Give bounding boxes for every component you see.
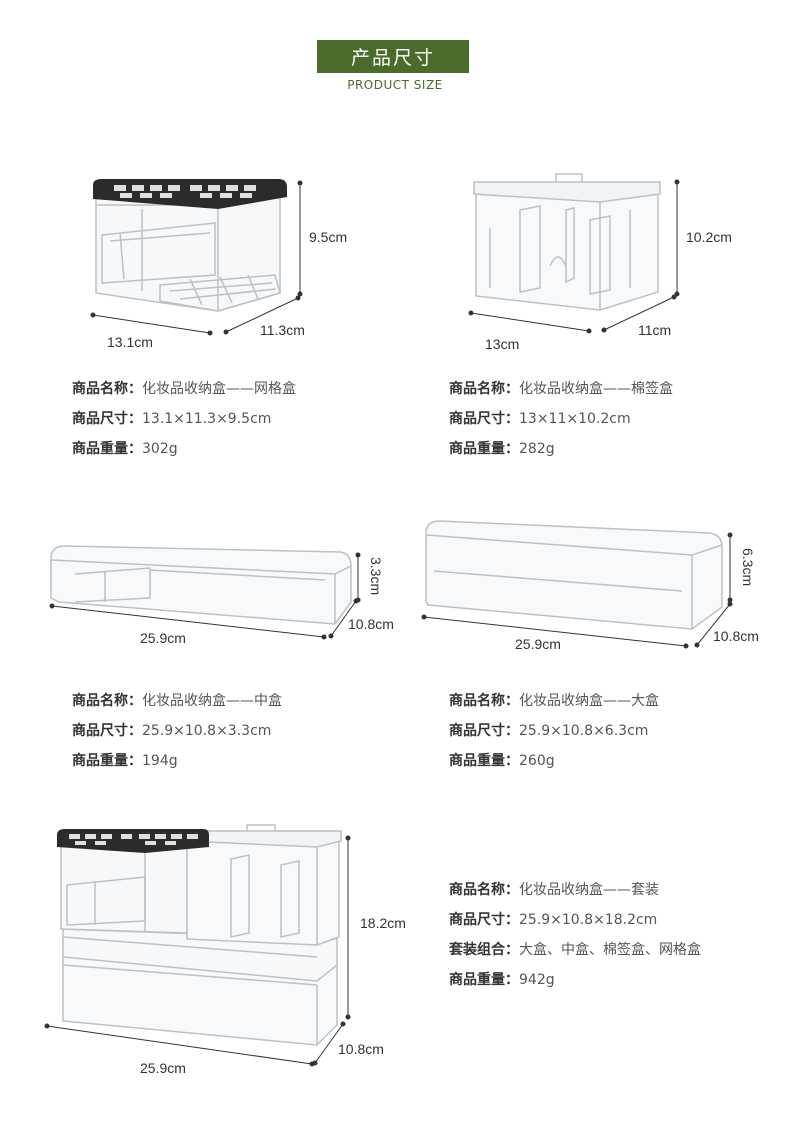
size-label: 商品尺寸： [449,912,519,928]
section-title: 产品尺寸 [350,47,435,69]
product-size: 25.9×10.8×18.2cm [519,912,658,928]
product-name: 化妆品收纳盒——大盒 [519,693,659,709]
product-info-large-tray: 商品名称：化妆品收纳盒——大盒 商品尺寸：25.9×10.8×6.3cm 商品重… [449,686,659,776]
section-title-badge: 产品尺寸 [317,40,469,73]
dim-height-label: 10.2cm [686,229,732,245]
combined-set-illustration [57,824,342,1046]
product-weight: 302g [142,441,178,457]
dim-height-label: 3.3cm [368,557,384,596]
size-label: 商品尺寸： [72,723,142,739]
dim-width-label: 13.1cm [107,334,153,350]
dim-depth-label: 10.8cm [338,1041,384,1057]
product-info-cotton-swab-box: 商品名称：化妆品收纳盒——棉签盒 商品尺寸：13×11×10.2cm 商品重量：… [449,374,673,464]
name-label: 商品名称： [72,381,142,397]
size-label: 商品尺寸： [449,411,519,427]
dim-depth-label: 11cm [638,322,672,338]
weight-label: 商品重量： [449,441,519,457]
dim-width-label: 25.9cm [140,1060,186,1076]
dim-width-label: 13cm [485,336,520,352]
dim-depth-label: 10.8cm [348,616,394,632]
cotton-swab-box-illustration [473,173,661,311]
weight-label: 商品重量： [449,753,519,769]
product-name: 化妆品收纳盒——套装 [519,882,659,898]
product-info-combined-set: 商品名称：化妆品收纳盒——套装 商品尺寸：25.9×10.8×18.2cm 套装… [449,875,701,995]
dim-width-label: 25.9cm [515,636,561,652]
product-size: 13.1×11.3×9.5cm [142,411,272,427]
dim-depth-label: 10.8cm [713,628,759,644]
product-size: 25.9×10.8×6.3cm [519,723,649,739]
product-name: 化妆品收纳盒——中盒 [142,693,282,709]
product-weight: 282g [519,441,555,457]
size-label: 商品尺寸： [72,411,142,427]
product-info-medium-tray: 商品名称：化妆品收纳盒——中盒 商品尺寸：25.9×10.8×3.3cm 商品重… [72,686,282,776]
section-subtitle: PRODUCT SIZE [347,78,443,92]
weight-label: 商品重量： [449,972,519,988]
product-weight: 942g [519,972,555,988]
name-label: 商品名称： [449,693,519,709]
dim-width-label: 25.9cm [140,630,186,646]
dim-height-label: 9.5cm [309,229,348,245]
medium-tray-illustration [50,545,352,625]
product-name: 化妆品收纳盒——棉签盒 [519,381,673,397]
dim-height-label: 6.3cm [740,548,756,587]
name-label: 商品名称： [72,693,142,709]
product-name: 化妆品收纳盒——网格盒 [142,381,296,397]
dim-height-label: 18.2cm [360,915,406,931]
name-label: 商品名称： [449,381,519,397]
product-size: 13×11×10.2cm [519,411,631,427]
grid-box-illustration [93,179,287,312]
weight-label: 商品重量： [72,753,142,769]
product-size: 25.9×10.8×3.3cm [142,723,272,739]
product-weight: 194g [142,753,178,769]
product-weight: 260g [519,753,555,769]
product-info-grid-box: 商品名称：化妆品收纳盒——网格盒 商品尺寸：13.1×11.3×9.5cm 商品… [72,374,296,464]
product-combo: 大盒、中盒、棉签盒、网格盒 [519,942,701,958]
weight-label: 商品重量： [72,441,142,457]
name-label: 商品名称： [449,882,519,898]
large-tray-illustration [425,520,723,630]
dim-depth-label: 11.3cm [260,322,305,338]
combo-label: 套装组合： [449,942,519,958]
size-label: 商品尺寸： [449,723,519,739]
